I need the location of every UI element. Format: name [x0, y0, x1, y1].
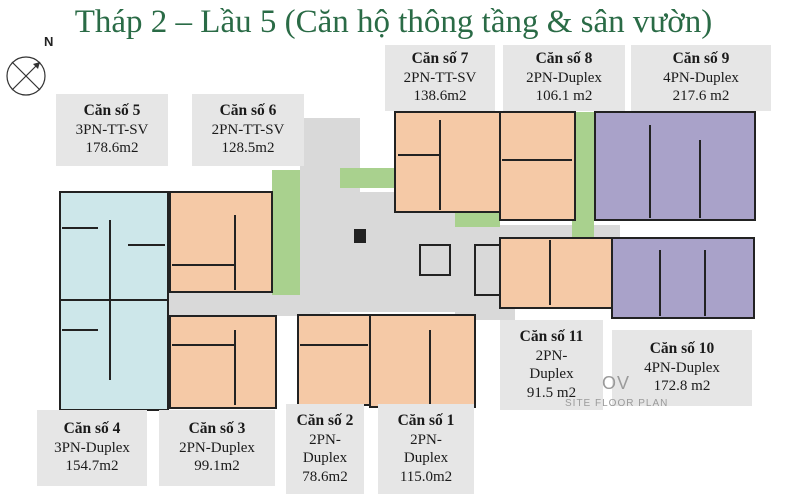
- unit-6-area: [170, 192, 272, 292]
- unit-label-1: Căn số 1 2PN- Duplex 115.0m2: [378, 404, 474, 494]
- unit-7-area: [395, 112, 500, 212]
- unit-label-3: Căn số 3 2PN-Duplex 99.1m2: [159, 410, 275, 486]
- unit-10-area: [612, 238, 754, 318]
- unit-label-7: Căn số 7 2PN-TT-SV 138.6m2: [385, 45, 495, 111]
- unit-9-area: [595, 112, 755, 220]
- unit-8-area: [500, 112, 575, 220]
- unit-label-6: Căn số 6 2PN-TT-SV 128.5m2: [192, 94, 304, 166]
- unit-label-4: Căn số 4 3PN-Duplex 154.7m2: [37, 410, 147, 486]
- unit-label-2: Căn số 2 2PN- Duplex 78.6m2: [286, 404, 364, 494]
- unit-2-area: [298, 315, 370, 405]
- watermark-big: OV: [602, 373, 631, 393]
- page-title: Tháp 2 – Lầu 5 (Căn hộ thông tầng & sân …: [74, 4, 713, 40]
- unit-label-5: Căn số 5 3PN-TT-SV 178.6m2: [56, 94, 168, 166]
- unit-label-11: Căn số 11 2PN- Duplex 91.5 m2: [500, 320, 603, 410]
- walls: [59, 111, 756, 411]
- unit-11-area: [500, 238, 612, 308]
- unit-label-10: Căn số 10 4PN-Duplex 172.8 m2: [612, 330, 752, 406]
- unit-label-8: Căn số 8 2PN-Duplex 106.1 m2: [503, 45, 625, 111]
- watermark-small: SITE FLOOR PLAN: [565, 398, 669, 409]
- unit-1-area: [370, 315, 475, 407]
- compass-icon: [6, 56, 46, 96]
- unit-label-9: Căn số 9 4PN-Duplex 217.6 m2: [631, 45, 771, 111]
- unit-3-area: [170, 316, 276, 408]
- compass-north-label: N: [44, 34, 54, 49]
